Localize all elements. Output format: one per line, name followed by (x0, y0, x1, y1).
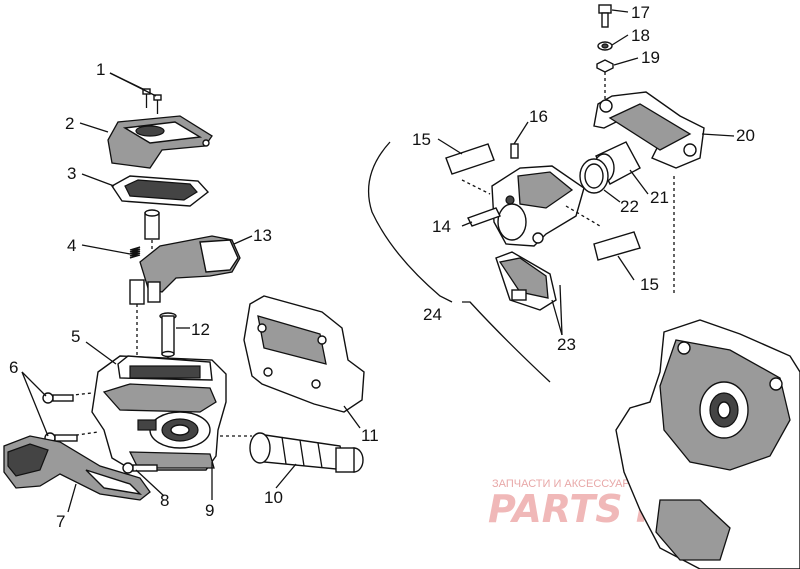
leader-lines (21, 9, 735, 513)
callout-24: 24 (423, 305, 442, 324)
part-20-bracket (593, 91, 705, 169)
callout-5: 5 (71, 327, 80, 346)
callout-10: 10 (264, 488, 283, 507)
callout-15-bottom: 15 (640, 275, 659, 294)
callout-18: 18 (631, 26, 650, 45)
part-17-bolt (598, 4, 612, 28)
part-10-sleeve (249, 432, 364, 473)
callout-12: 12 (191, 320, 210, 339)
part-22-seal (579, 158, 609, 194)
callout-22: 22 (620, 197, 639, 216)
part-8-screw (122, 462, 158, 474)
callout-21: 21 (650, 188, 669, 207)
callout-6: 6 (9, 358, 18, 377)
shim-axis (461, 179, 491, 195)
part-11-bracket (243, 295, 365, 413)
callout-23: 23 (557, 335, 576, 354)
caliper-body (491, 165, 585, 247)
callout-3: 3 (67, 164, 76, 183)
part-7-handle (3, 435, 151, 501)
part-23-pads (495, 251, 557, 311)
part-12-pin (159, 312, 177, 358)
part-3-diaphragm (110, 175, 210, 207)
callout-7: 7 (56, 512, 65, 531)
caliper-axis (565, 205, 601, 227)
part-4-spring (129, 246, 141, 259)
part-14-pin (467, 207, 501, 227)
callout-9: 9 (205, 501, 214, 520)
part-18-washer (597, 41, 613, 51)
callout-8: 8 (160, 491, 169, 510)
callout-labels: 1 2 3 4 5 6 7 8 9 10 11 12 13 14 15 15 1… (9, 3, 755, 531)
callout-16: 16 (529, 107, 548, 126)
part-5-body (91, 355, 227, 471)
part-13-lever (129, 235, 241, 305)
part-2-cover (107, 115, 213, 169)
callout-15-top: 15 (412, 130, 431, 149)
part-15-shim-top (445, 143, 495, 175)
part-1-screws (142, 88, 162, 114)
callout-2: 2 (65, 114, 74, 133)
part-24-boundary (368, 141, 551, 383)
callout-14: 14 (432, 217, 451, 236)
callout-4: 4 (67, 236, 76, 255)
housing-casting (615, 319, 800, 569)
part-15-shim-bottom (593, 231, 641, 261)
callout-11: 11 (361, 426, 379, 445)
callout-1: 1 (96, 60, 105, 79)
piston (144, 209, 160, 240)
callout-19: 19 (641, 48, 660, 67)
callout-13: 13 (253, 226, 272, 245)
callout-17: 17 (631, 3, 650, 22)
part-19-washer (596, 59, 614, 73)
part-6-screws (42, 392, 78, 444)
part-16-bleeder (510, 143, 519, 159)
callout-20: 20 (736, 126, 755, 145)
